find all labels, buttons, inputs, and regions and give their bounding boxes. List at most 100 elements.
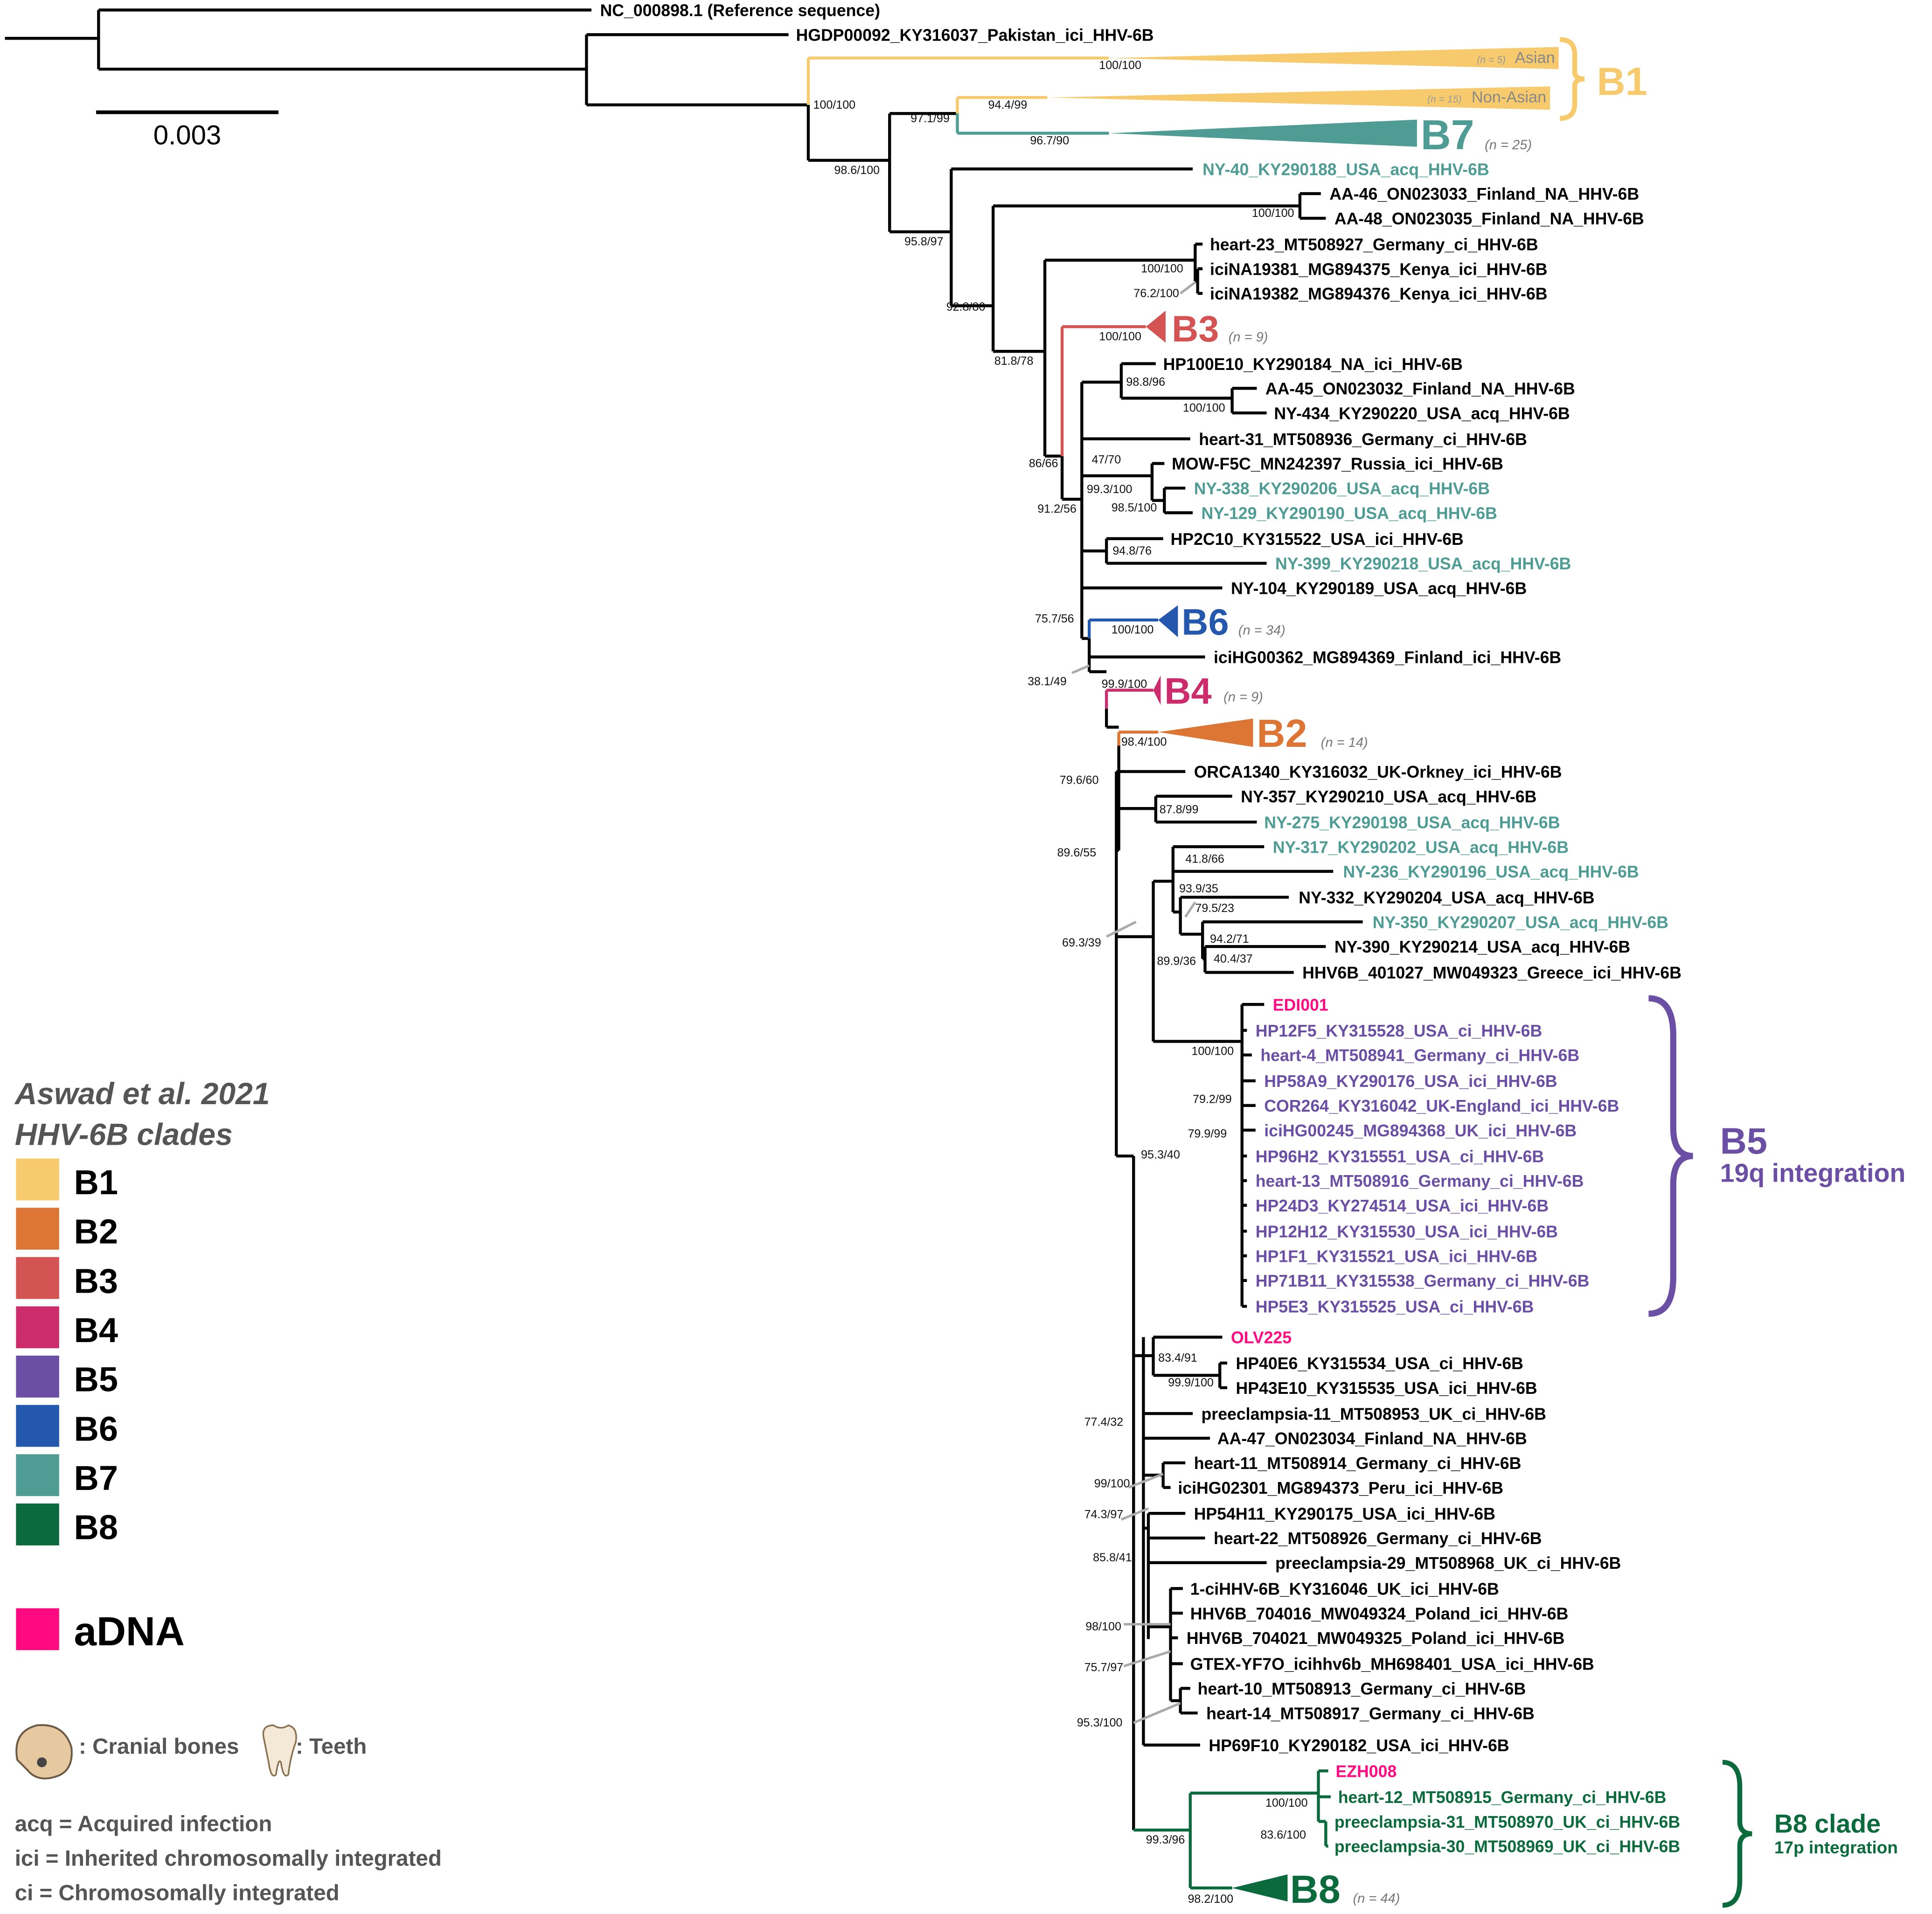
legend-swatch-b1 xyxy=(16,1158,59,1201)
support-value: 96.7/90 xyxy=(1030,134,1069,147)
support-value: 40.4/37 xyxy=(1214,952,1253,965)
subclade-label: Asian xyxy=(1515,49,1555,67)
support-value: 83.6/100 xyxy=(1260,1829,1306,1842)
leaf-label: heart-11_MT508914_Germany_ci_HHV-6B xyxy=(1194,1454,1522,1473)
support-value: 95.8/97 xyxy=(904,235,944,248)
leaf-label: NC_000898.1 (Reference sequence) xyxy=(600,1,880,20)
leaf-label: heart-31_MT508936_Germany_ci_HHV-6B xyxy=(1199,430,1527,449)
leaf-label: NY-40_KY290188_USA_acq_HHV-6B xyxy=(1202,160,1489,179)
abbr-ci: ci = Chromosomally integrated xyxy=(15,1881,340,1906)
legend-swatch-b5 xyxy=(16,1356,59,1398)
b5-label: B5 xyxy=(1720,1120,1767,1162)
support-value: 98.8/96 xyxy=(1126,376,1165,389)
leaf-label: heart-12_MT508915_Germany_ci_HHV-6B xyxy=(1338,1788,1667,1807)
clade-label: B7 xyxy=(1421,112,1474,159)
colored-clade-branches xyxy=(806,56,1331,1890)
support-value: 99.9/100 xyxy=(1168,1376,1214,1389)
support-value: 100/100 xyxy=(1112,623,1154,636)
support-value: 79.2/99 xyxy=(1193,1093,1232,1106)
support-value: 94.8/76 xyxy=(1112,544,1152,557)
leaf-label: NY-390_KY290214_USA_acq_HHV-6B xyxy=(1334,938,1630,956)
support-pointer-arrows xyxy=(1071,281,1196,1724)
leaf-label: heart-14_MT508917_Germany_ci_HHV-6B xyxy=(1206,1704,1535,1723)
support-value: 85.8/41 xyxy=(1093,1551,1132,1564)
support-value: 99/100 xyxy=(1094,1477,1130,1490)
legend-swatch-b6 xyxy=(16,1405,59,1447)
abbr-ici: ici = Inherited chromosomally integrated xyxy=(15,1846,442,1871)
leaf-label: NY-434_KY290220_USA_acq_HHV-6B xyxy=(1274,404,1570,423)
support-value: 87.8/99 xyxy=(1160,803,1199,816)
b8-sub: 17p integration xyxy=(1774,1838,1898,1857)
clade-branch-b4 xyxy=(1105,689,1154,709)
leaf-label: NY-338_KY290206_USA_acq_HHV-6B xyxy=(1194,480,1490,498)
bracket-b5: B5 19q integration xyxy=(1648,995,1905,1317)
legend-swatch-b4 xyxy=(16,1306,59,1349)
legend-swatch-b2 xyxy=(16,1208,59,1250)
bracket-b1: B1 xyxy=(1559,37,1647,121)
clade-count: (n = 14) xyxy=(1321,735,1368,750)
leaf-label: preeclampsia-11_MT508953_UK_ci_HHV-6B xyxy=(1202,1405,1546,1423)
support-value: 89.6/55 xyxy=(1057,846,1096,859)
support-value: 75.7/97 xyxy=(1084,1661,1124,1674)
leaf-label: HHV6B_401027_MW049323_Greece_ici_HHV-6B xyxy=(1302,964,1682,982)
abbr-acq: acq = Acquired infection xyxy=(15,1812,272,1837)
clade-label: B8 xyxy=(1290,1867,1341,1911)
legend-title-2: HHV-6B clades xyxy=(15,1117,233,1151)
clade-count: (n = 34) xyxy=(1238,623,1286,638)
support-value: 41.8/66 xyxy=(1185,852,1224,865)
legend-label-b5: B5 xyxy=(74,1360,118,1399)
clade-label: B4 xyxy=(1164,670,1211,712)
support-value: 89.9/36 xyxy=(1157,955,1196,968)
support-value: 94.4/99 xyxy=(988,98,1028,111)
collapsed-clade-b7 xyxy=(1109,119,1417,147)
legend-swatch-b8 xyxy=(16,1503,59,1545)
leaf-label: HP54H11_KY290175_USA_ici_HHV-6B xyxy=(1194,1504,1495,1523)
collapsed-clade-b1 xyxy=(1109,47,1559,70)
legend-label-b2: B2 xyxy=(74,1212,118,1251)
collapsed-clade-b4 xyxy=(1153,675,1161,705)
support-value: 99.9/100 xyxy=(1102,677,1147,690)
clade-branch-b6 xyxy=(1087,618,1159,639)
support-value: 76.2/100 xyxy=(1133,287,1179,300)
clade-label: B6 xyxy=(1181,601,1229,643)
leaf-label: HP69F10_KY290182_USA_ici_HHV-6B xyxy=(1209,1736,1509,1755)
support-value: 92.8/80 xyxy=(946,300,986,313)
support-value: 98.4/100 xyxy=(1121,735,1167,748)
pointer-arrow xyxy=(1133,1702,1181,1724)
leaf-label: AA-45_ON023032_Finland_NA_HHV-6B xyxy=(1265,380,1575,398)
b1-label: B1 xyxy=(1597,59,1647,104)
leaf-label: iciNA19382_MG894376_Kenya_ici_HHV-6B xyxy=(1210,285,1547,303)
support-value: 100/100 xyxy=(1265,1796,1308,1810)
support-value: 47/70 xyxy=(1091,453,1121,466)
support-value: 94.2/71 xyxy=(1210,933,1249,946)
teeth-label: : Teeth xyxy=(296,1734,367,1759)
support-value: 93.9/35 xyxy=(1179,882,1218,895)
support-value: 95.3/100 xyxy=(1077,1716,1123,1729)
collapsed-clades: Asian(n = 5)Non-Asian(n = 15)B7(n = 25)B… xyxy=(1047,47,1559,1911)
leaf-label: MOW-F5C_MN242397_Russia_ici_HHV-6B xyxy=(1172,455,1503,473)
support-value: 91.2/56 xyxy=(1037,502,1077,515)
leaf-label: HP12H12_KY315530_USA_ici_HHV-6B xyxy=(1256,1222,1558,1241)
leaf-label: AA-48_ON023035_Finland_NA_HHV-6B xyxy=(1334,209,1644,228)
b8-clade-label: B8 clade xyxy=(1774,1809,1881,1838)
clade-label: B2 xyxy=(1257,711,1307,755)
clade-branch-b1 xyxy=(806,56,1109,105)
support-value: 75.7/56 xyxy=(1035,612,1074,625)
leaf-label: NY-104_KY290189_USA_acq_HHV-6B xyxy=(1231,579,1527,598)
collapsed-clade-b1 xyxy=(1047,86,1550,110)
scale-bar-label: 0.003 xyxy=(153,120,221,150)
leaf-label: HP12F5_KY315528_USA_ci_HHV-6B xyxy=(1256,1022,1542,1040)
leaf-label: NY-236_KY290196_USA_acq_HHV-6B xyxy=(1343,863,1639,881)
pointer-arrow xyxy=(1120,1507,1149,1521)
support-value: 100/100 xyxy=(813,98,855,111)
leaf-labels: NC_000898.1 (Reference sequence)HGDP0009… xyxy=(600,1,1681,1856)
leaf-label: iciHG02301_MG894373_Peru_ici_HHV-6B xyxy=(1178,1479,1503,1497)
leaf-label: NY-332_KY290204_USA_acq_HHV-6B xyxy=(1299,889,1594,907)
leaf-label: heart-10_MT508913_Germany_ci_HHV-6B xyxy=(1198,1679,1526,1698)
leaf-label: HP24D3_KY274514_USA_ici_HHV-6B xyxy=(1256,1197,1549,1215)
tooth-icon xyxy=(262,1724,297,1777)
leaf-label: NY-350_KY290207_USA_acq_HHV-6B xyxy=(1373,913,1668,932)
clade-count: (n = 5) xyxy=(1477,55,1506,65)
clade-branch-b2 xyxy=(1117,731,1159,746)
